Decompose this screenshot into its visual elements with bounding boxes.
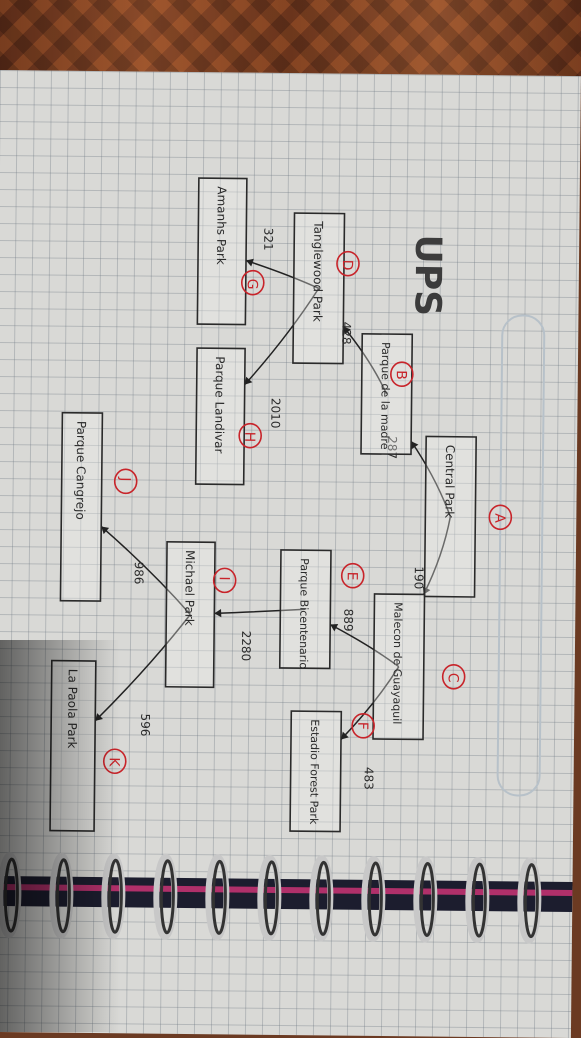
- node-label: Tanglewood Park: [310, 220, 325, 322]
- node-label: Parque Bicentenario: [297, 558, 311, 669]
- node-box: [278, 549, 332, 670]
- node-label: Michael Park: [182, 550, 197, 626]
- node-box: [194, 347, 246, 486]
- node-letter-circle: [488, 504, 513, 531]
- spiral-ring-shadow: [315, 860, 331, 936]
- spiral-binding-strip: [0, 875, 573, 913]
- node-letter-circle: [340, 562, 365, 589]
- node-box: [196, 177, 248, 326]
- edge-weight-D-H: 2010: [268, 398, 282, 429]
- node-label: La Paola Park: [65, 669, 80, 749]
- node-letter: A: [491, 513, 507, 523]
- node-letter-circle: [113, 468, 138, 495]
- arrowhead-I-J: [101, 526, 110, 535]
- edge-B-D: [342, 326, 388, 395]
- node-letter-circle: [238, 422, 262, 449]
- node-letter-circle: [351, 713, 375, 739]
- arrowhead-C-F: [341, 731, 349, 740]
- spiral-ring-shadow: [367, 861, 383, 937]
- node-letter: G: [244, 279, 260, 290]
- edge-weight-D-G: 321: [261, 228, 275, 251]
- edge-A-B: [410, 440, 452, 517]
- arrowhead-D-G: [246, 258, 254, 267]
- node-label: Parque Landivar: [212, 356, 227, 453]
- spiral-ring-shadow: [159, 859, 175, 935]
- node-I: Michael Park I: [164, 540, 237, 689]
- node-letter-circle: [212, 567, 237, 594]
- edge-D-G: [245, 259, 320, 290]
- arrowhead-D-H: [244, 376, 253, 385]
- edge-C-E: [329, 623, 400, 668]
- arrowhead-C-E: [330, 624, 339, 632]
- node-F: Estadio Forest Park F: [289, 710, 375, 833]
- node-label: Parque Cangrejo: [73, 421, 88, 520]
- node-box: [59, 411, 104, 602]
- notebook-page: 28719042888948332120102280986596 Central…: [0, 70, 581, 1038]
- edge-weight-A-C: 190: [412, 566, 426, 589]
- hand-drawn-graph: 28719042888948332120102280986596 Central…: [0, 177, 573, 944]
- node-letter: K: [106, 757, 122, 767]
- node-letter: B: [393, 370, 409, 380]
- node-letter: C: [445, 673, 461, 683]
- node-D: Tanglewood Park D: [292, 212, 360, 365]
- edge-weight-I-K: 596: [138, 713, 152, 736]
- node-letter-circle: [336, 250, 360, 277]
- edge-weight-C-F: 483: [361, 767, 375, 790]
- node-box: [289, 710, 343, 833]
- node-letter: F: [354, 722, 370, 730]
- node-letter-circle: [240, 269, 265, 296]
- node-letter: D: [339, 260, 355, 271]
- edge-weight-C-E: 889: [341, 609, 355, 632]
- edge-weight-E-I: 2280: [239, 631, 253, 662]
- node-label: Parque de la madre: [378, 342, 392, 450]
- spiral-ring-shadow: [523, 863, 539, 939]
- node-letter: I: [216, 576, 232, 580]
- node-label: Estadio Forest Park: [307, 719, 321, 825]
- binding-stripe: [0, 883, 573, 897]
- spiral-ring-shadow: [419, 862, 435, 938]
- edge-A-C: [422, 516, 452, 595]
- node-box: [360, 332, 414, 456]
- edge-D-H: [244, 287, 320, 386]
- arrowhead-A-B: [411, 441, 419, 450]
- spiral-ring-shadow: [263, 860, 279, 936]
- arrowhead-B-D: [343, 326, 351, 335]
- header-field-pill: [496, 314, 546, 797]
- node-letter: J: [117, 476, 133, 481]
- node-letter-circle: [390, 361, 414, 388]
- node-box: [164, 540, 216, 689]
- node-label: Malecon de Guayaquil: [390, 602, 404, 724]
- edge-weight-I-J: 986: [132, 561, 146, 584]
- node-E: Parque Bicentenario E: [278, 549, 365, 670]
- node-letter-circle: [441, 663, 466, 690]
- edge-I-J: [100, 525, 191, 616]
- node-box: [292, 212, 346, 365]
- arrowhead-E-I: [214, 609, 222, 618]
- node-letter: H: [241, 432, 257, 443]
- node-label: Central Park: [442, 445, 457, 519]
- node-label: Amanhs Park: [214, 186, 229, 265]
- spiral-ring-shadow: [471, 862, 487, 938]
- spiral-ring-shadow: [211, 859, 227, 935]
- node-box: [423, 435, 477, 598]
- notebook-brand: UPS: [406, 234, 449, 317]
- edge-E-I: [214, 608, 306, 615]
- node-letter: E: [344, 572, 360, 581]
- node-box: [372, 593, 426, 741]
